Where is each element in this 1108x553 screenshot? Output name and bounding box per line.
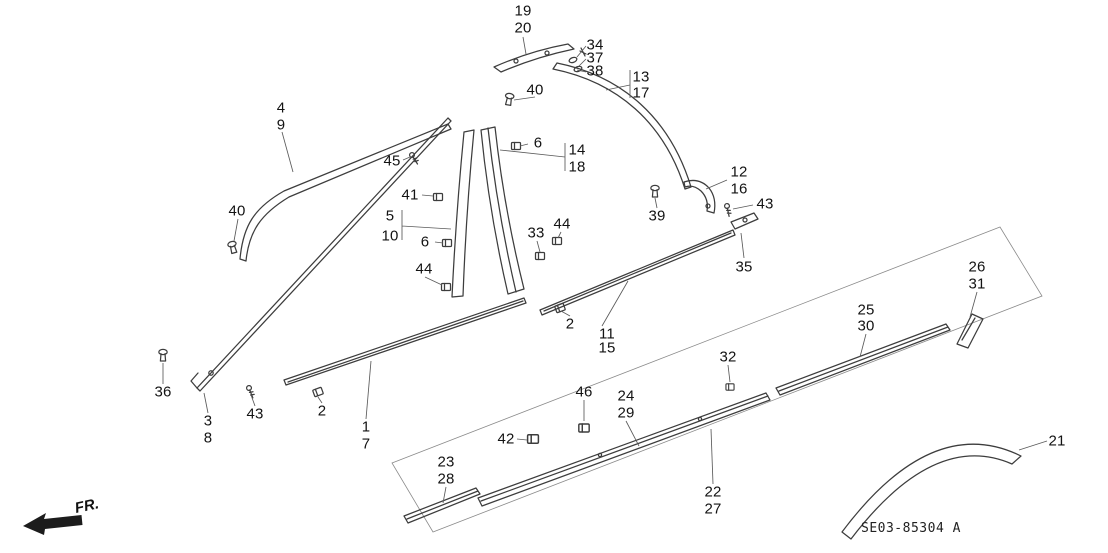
part-rear-end-garnish <box>956 313 984 349</box>
group-outline <box>391 226 1043 533</box>
clip-icon <box>440 282 452 292</box>
clip-icon <box>503 92 515 107</box>
clip-icon <box>510 141 522 151</box>
part-center-pillar-strip-rear <box>480 126 525 295</box>
clip-icon <box>526 434 540 444</box>
fr-direction-indicator: FR. <box>23 495 100 535</box>
fr-arrow-icon <box>23 513 83 535</box>
screw-icon <box>244 384 257 399</box>
roof-bracket-fasteners <box>568 47 587 73</box>
part-corner-bracket <box>683 179 716 214</box>
part-wheel-arch-protector <box>841 443 1022 540</box>
part-front-belt-molding <box>283 297 527 386</box>
screw-icon <box>721 202 735 218</box>
clip-icon <box>534 251 546 261</box>
clip-icon <box>158 348 168 362</box>
part-rear-side-protector <box>775 323 951 396</box>
clip-icon <box>441 238 453 248</box>
clip-icon <box>725 383 735 391</box>
leader-lines <box>162 36 1048 504</box>
part-quarter-belt-molding <box>539 229 736 316</box>
clip-icon <box>551 236 563 246</box>
clip-icon <box>226 239 239 255</box>
clip-icon <box>311 386 325 398</box>
diagram-part-code: SE03-85304 A <box>861 521 961 536</box>
part-door-sash-molding <box>239 123 452 262</box>
part-sill-front-garnish <box>403 487 481 524</box>
clip-icon <box>578 423 590 433</box>
part-center-pillar-strip-front <box>451 129 475 298</box>
part-side-sill-garnish <box>477 392 771 507</box>
part-roof-front-bracket <box>493 43 575 73</box>
clip-icon <box>432 192 444 202</box>
part-roof-side-molding <box>552 62 692 190</box>
fr-label: FR. <box>73 495 100 517</box>
clip-icon <box>650 184 660 198</box>
part-belt-molding-bracket <box>730 212 759 230</box>
part-front-pillar-molding <box>190 117 452 392</box>
